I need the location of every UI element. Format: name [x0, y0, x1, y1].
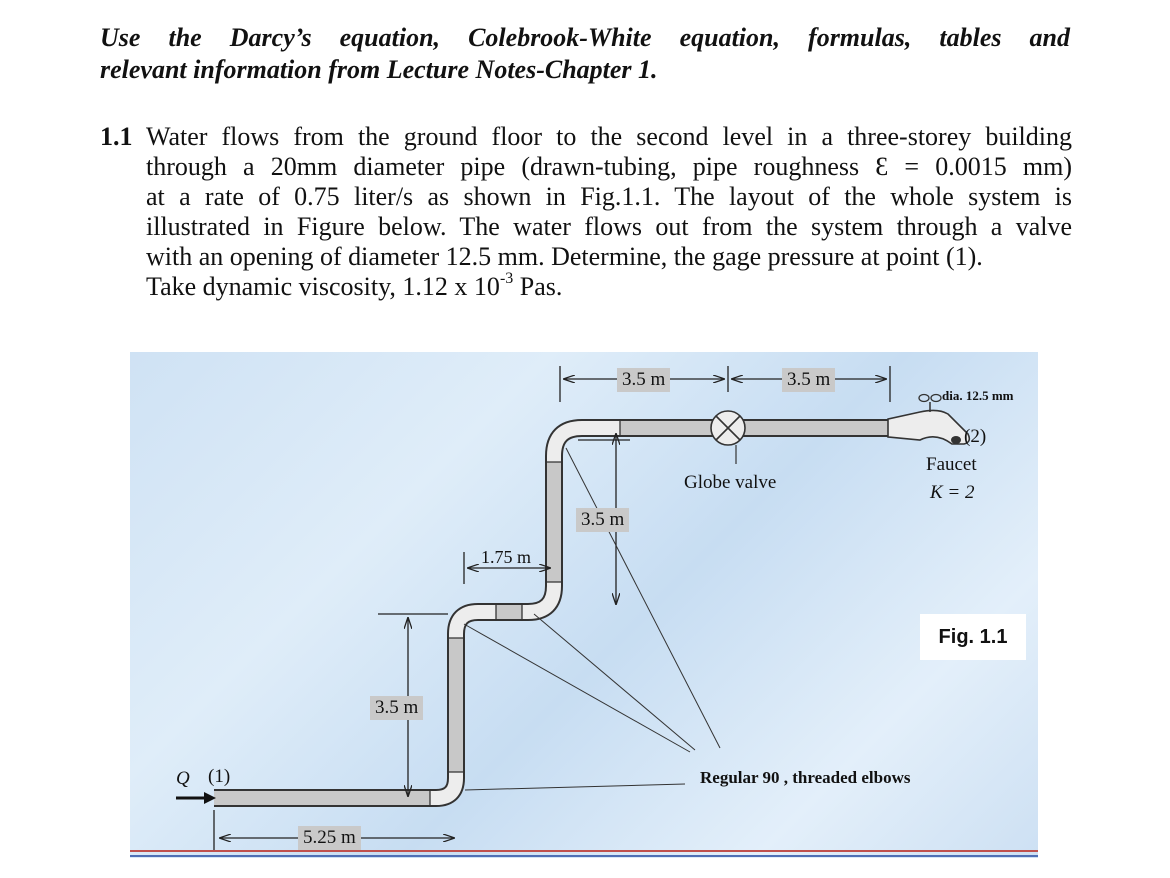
problem-line-1: Water flows from the ground floor to the…: [146, 122, 1072, 151]
faucet-icon: [887, 393, 971, 445]
problem-line-6: Take dynamic viscosity, 1.12 x 10-3 Pas.: [146, 270, 1072, 302]
problem-line-2: through a 20mm diameter pipe (drawn-tubi…: [146, 152, 1072, 181]
elbow-leader-lines: [463, 447, 721, 791]
elbows-label: Regular 90 , threaded elbows: [700, 768, 911, 787]
divider-red: [130, 850, 1038, 852]
faucet-k-label: K = 2: [930, 482, 975, 503]
figure-number-label: Fig. 1.1: [920, 614, 1026, 660]
faucet-label: Faucet: [926, 454, 977, 475]
dim-horizontal-bottom: 5.25 m: [298, 826, 361, 850]
dim-vertical-lower: 3.5 m: [370, 696, 424, 720]
point-2-label: (2): [964, 426, 987, 447]
dim-top-left: 3.5 m: [617, 368, 671, 392]
instructions-heading: Use the Darcy’s equation, Colebrook-Whit…: [100, 22, 1070, 86]
dim-vertical-upper: 3.5 m: [576, 508, 630, 532]
globe-valve-label: Globe valve: [684, 472, 777, 493]
outlet-diameter-label: dia. 12.5 mm: [942, 388, 1014, 403]
heading-line-1: Use the Darcy’s equation, Colebrook-Whit…: [100, 23, 1070, 52]
point-1-label: (1): [208, 766, 231, 787]
divider-blue: [130, 855, 1038, 857]
problem-number: 1.1: [100, 122, 133, 151]
viscosity-text: Take dynamic viscosity, 1.12 x 10: [146, 272, 500, 301]
pipe-run: [214, 419, 888, 807]
problem-line-4: illustrated in Figure below. The water f…: [146, 212, 1072, 241]
problem-line-3: at a rate of 0.75 liter/s as shown in Fi…: [146, 182, 1072, 211]
heading-line-2: relevant information from Lecture Notes-…: [100, 55, 658, 84]
flow-arrow-icon: [176, 792, 216, 804]
dim-top-right: 3.5 m: [782, 368, 836, 392]
figure-1-1: 3.5 m 3.5 m 3.5 m 1.75 m 3.5 m 5.25 m Q …: [130, 352, 1038, 858]
globe-valve-icon: [710, 410, 746, 464]
dim-horizontal-mid: 1.75 m: [481, 547, 532, 567]
problem-text: Water flows from the ground floor to the…: [146, 122, 1072, 302]
viscosity-exponent: -3: [499, 270, 514, 288]
flow-symbol: Q: [176, 768, 190, 789]
viscosity-unit: Pas.: [513, 272, 563, 301]
problem-line-5: with an opening of diameter 12.5 mm. Det…: [146, 242, 983, 271]
